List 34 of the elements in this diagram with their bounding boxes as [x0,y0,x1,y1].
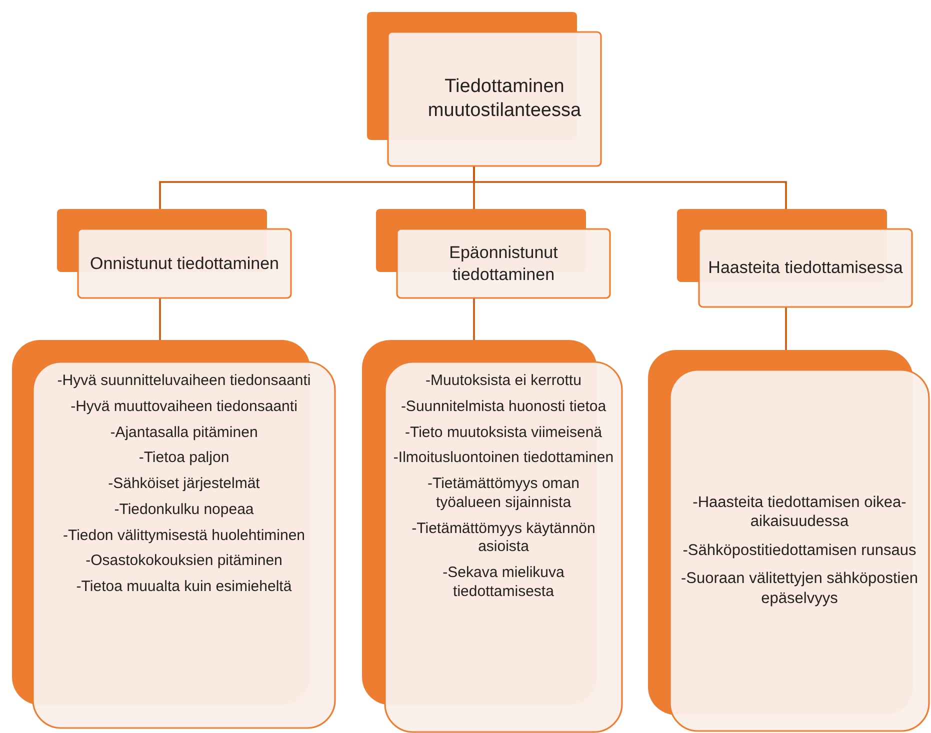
list-item: -Tietoa muualta kuin esimieheltä [76,578,292,597]
list-item: -Muutoksista ei kerrottu [426,372,582,391]
list-item: -Osastokokouksien pitäminen [86,552,282,571]
category-card [57,209,291,298]
list-item: -Tiedon välittymisestä huolehtiminen [62,526,306,546]
list-item: -Hyvä muuttovaiheen tiedonsaanti [70,398,298,416]
list-item: -Tietämättömyys käytännön asioista [410,520,596,557]
category-card [376,209,610,298]
list-item: -Ajantasalla pitäminen [110,424,258,442]
list-item: -Suunnitelmista huonosti tietoa [400,398,606,416]
connector-line [159,298,161,340]
list-card [12,340,335,728]
connector-line [473,166,787,209]
title-card [367,12,601,166]
list-card [648,350,929,731]
list-item: -Tieto muutoksista viimeisenä [404,424,602,442]
list-item: -Sähköiset järjestelmät [108,475,260,494]
heading-text: Tiedottaminen muutostilanteessa [426,75,582,123]
connector-line [473,298,475,340]
list-item: -Suoraan välitettyjen sähköpostien epäselvyys [680,569,919,608]
heading-text: Epäonnistunut tiedottaminen [448,242,559,285]
list-item: -Hyvä suunnitteluvaiheen tiedonsaanti [57,372,311,391]
list-card [362,340,622,732]
heading-text: Haasteita tiedottamisessa [708,257,903,279]
list-item: -Sähköpostitiedottamisen runsaus [682,540,916,560]
list-item: -Tietoa paljon [138,449,230,468]
list-item: -Haasteita tiedottamisen oikea-aikaisuudessa [692,493,908,532]
connector-line [785,307,787,350]
list-item: -Tiedonkulku nopeaa [114,500,254,520]
list-item: -Tietämättömyys oman työalueen sijainnista [426,475,580,512]
heading-text: Onnistunut tiedottaminen [90,252,279,274]
category-card [677,209,912,307]
list-item: -Ilmoitusluontoinen tiedottaminen [393,449,614,468]
list-item: -Sekava mielikuva tiedottamisesta [442,564,566,602]
